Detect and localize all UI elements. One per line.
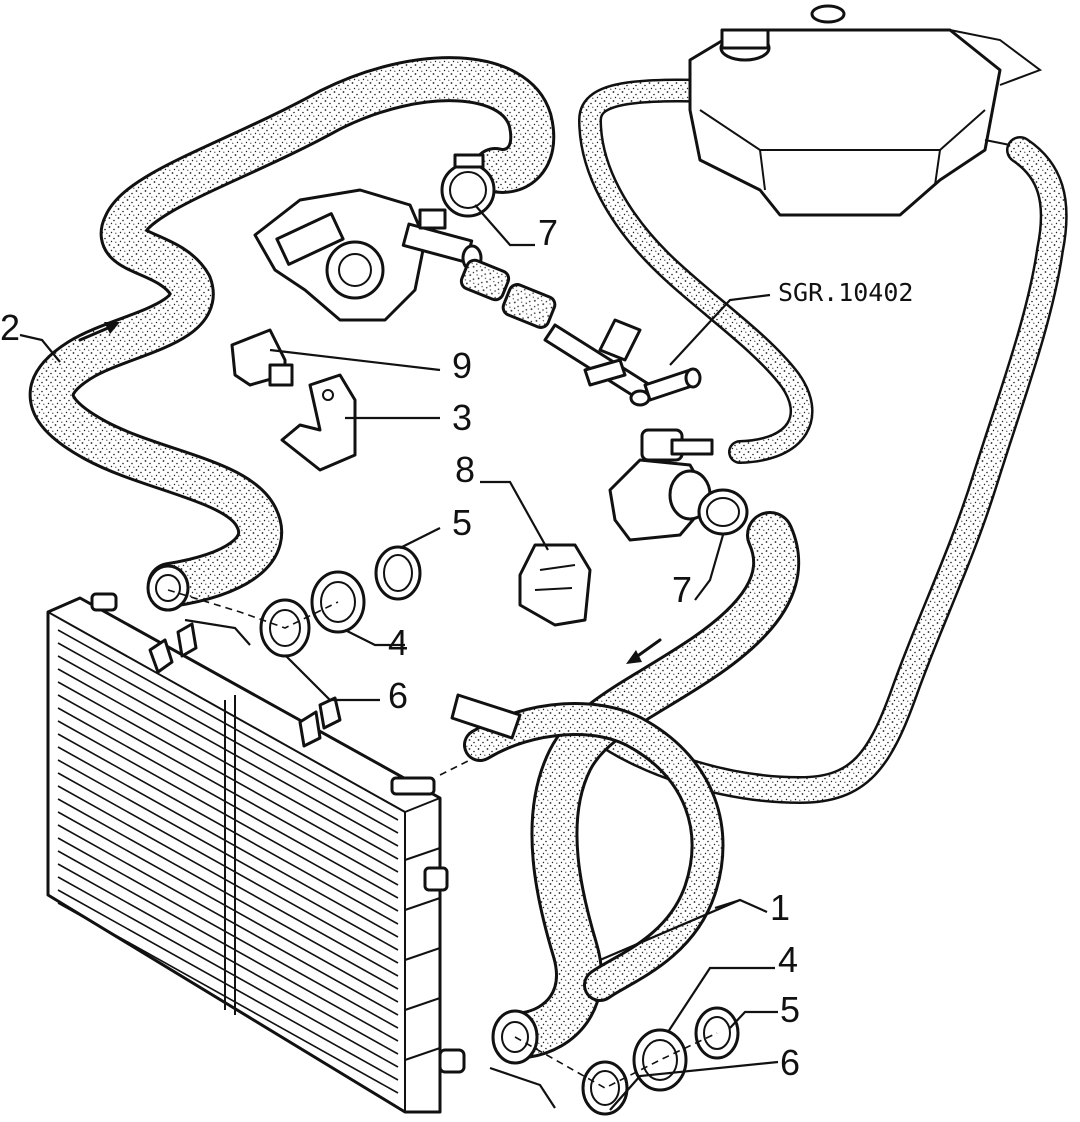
radiator-fin-line	[57, 889, 399, 1081]
flow-arrow-up	[78, 322, 120, 342]
short-pipe	[450, 693, 522, 740]
radiator-fin-line	[57, 902, 399, 1094]
radiator-fin-line	[57, 681, 399, 873]
radiator-fin-line	[57, 876, 399, 1068]
bracket-line-upper	[184, 618, 251, 646]
radiator-fin-line	[57, 837, 399, 1029]
clamp-6-lower	[581, 1060, 629, 1116]
radiator	[46, 564, 539, 1114]
radiator-fin-line	[57, 694, 399, 886]
radiator-fin-line	[57, 798, 399, 990]
clamp-7-lower	[697, 488, 749, 536]
callout-5-upper: 5	[452, 502, 472, 543]
bracket-line-lower	[489, 1066, 556, 1109]
hose-1	[463, 511, 801, 1059]
assembly-line-upper	[167, 589, 339, 629]
clamp-9	[230, 328, 294, 387]
reference-code: SGR.10402	[778, 278, 913, 307]
connector-hoses	[459, 258, 557, 329]
bracket-3	[280, 373, 357, 472]
elbow-outlet	[608, 428, 714, 542]
overflow-hose	[577, 78, 814, 464]
radiator-fins	[57, 629, 399, 1094]
assembly-line-mid	[439, 759, 471, 776]
callout-5-lower: 5	[780, 989, 800, 1030]
radiator-fin-line	[57, 629, 399, 821]
callout-9: 9	[452, 345, 472, 386]
callout-4-upper: 4	[388, 622, 408, 663]
radiator-fin-line	[57, 668, 399, 860]
callout-3: 3	[452, 397, 472, 438]
radiator-fin-line	[57, 850, 399, 1042]
clip-8	[518, 543, 592, 627]
radiator-fin-line	[57, 824, 399, 1016]
radiator-fin-line	[57, 863, 399, 1055]
radiator-fin-line	[57, 746, 399, 938]
callout-6-lower: 6	[780, 1042, 800, 1083]
thermostat-housing	[253, 188, 483, 322]
callout-8: 8	[455, 449, 475, 490]
hose-2	[28, 56, 556, 608]
callout-7-upper: 7	[538, 212, 558, 253]
ring-4-lower	[632, 1028, 688, 1092]
t-manifold	[543, 318, 702, 407]
flow-arrow-down	[626, 638, 662, 664]
expansion-tank	[688, 4, 1043, 217]
radiator-fin-line	[57, 733, 399, 925]
radiator-fin-line	[57, 811, 399, 1003]
callout-4-lower: 4	[778, 939, 798, 980]
radiator-fin-line	[57, 772, 399, 964]
radiator-fin-line	[57, 759, 399, 951]
callout-6-upper: 6	[388, 675, 408, 716]
radiator-fin-line	[57, 785, 399, 977]
callout-7-lower: 7	[672, 569, 692, 610]
clamp-5-upper	[374, 545, 422, 601]
callout-1: 1	[770, 887, 790, 928]
radiator-fin-line	[57, 707, 399, 899]
callout-2: 2	[0, 307, 20, 348]
assembly-line-lower	[514, 1032, 718, 1089]
radiator-fin-line	[57, 720, 399, 912]
radiator-fin-line	[57, 655, 399, 847]
radiator-fin-line	[57, 642, 399, 834]
return-hose	[586, 136, 1068, 805]
clamp-7-top	[440, 153, 496, 218]
leader-lines	[19, 204, 779, 1111]
